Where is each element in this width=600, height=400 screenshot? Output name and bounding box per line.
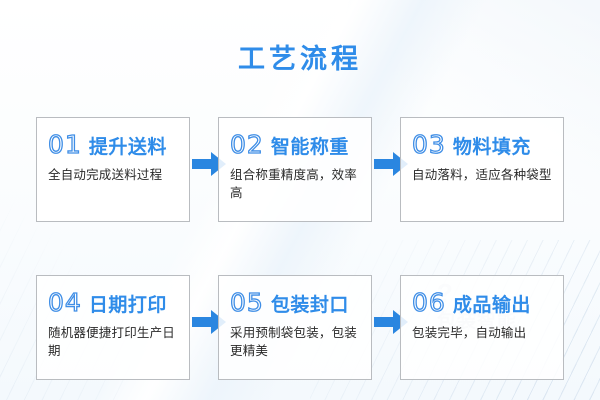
flow-card-02[interactable]: 02 智能称重 组合称重精度高，效率高 bbox=[218, 117, 372, 222]
arrow-right-icon bbox=[374, 150, 408, 178]
flow-card-number: 02 bbox=[229, 130, 264, 159]
arrow-right-icon bbox=[192, 150, 226, 178]
flow-card-number: 03 bbox=[411, 130, 446, 159]
flow-grid: 01 提升送料 全自动完成送料过程 02 智能称重 组合称重精度高，效率高 bbox=[36, 117, 564, 400]
arrow-right-icon bbox=[374, 308, 408, 336]
flow-card-description: 采用预制袋包装，包装更精美 bbox=[230, 326, 358, 359]
flow-card-number: 05 bbox=[229, 288, 264, 317]
flow-card-description: 全自动完成送料过程 bbox=[48, 168, 163, 182]
flow-card-header: 06 成品输出 bbox=[411, 288, 552, 317]
flow-card-description: 随机器便捷打印生产日期 bbox=[48, 326, 176, 359]
flow-card-number: 01 bbox=[47, 130, 82, 159]
flow-card-04[interactable]: 04 日期打印 随机器便捷打印生产日期 bbox=[36, 275, 190, 380]
flow-card-05[interactable]: 05 包装封口 采用预制袋包装，包装更精美 bbox=[218, 275, 372, 380]
flow-card-header: 01 提升送料 bbox=[47, 130, 178, 159]
flow-card-header: 05 包装封口 bbox=[229, 288, 360, 317]
flow-card-01[interactable]: 01 提升送料 全自动完成送料过程 bbox=[36, 117, 190, 222]
flow-card-description: 自动落料，适应各种袋型 bbox=[412, 168, 552, 182]
flow-card-number: 04 bbox=[47, 288, 82, 317]
flow-card-number: 06 bbox=[411, 288, 446, 317]
flow-card-title: 成品输出 bbox=[452, 295, 531, 316]
flow-card-description: 组合称重精度高，效率高 bbox=[230, 168, 358, 201]
flow-card-title: 物料填充 bbox=[452, 137, 531, 158]
flow-card-03[interactable]: 03 物料填充 自动落料，适应各种袋型 bbox=[400, 117, 564, 222]
flow-card-title: 日期打印 bbox=[88, 295, 167, 316]
flow-row-2: 04 日期打印 随机器便捷打印生产日期 05 包装封口 采用预制袋包装，包装更精… bbox=[36, 275, 564, 380]
flow-row-1: 01 提升送料 全自动完成送料过程 02 智能称重 组合称重精度高，效率高 bbox=[36, 117, 564, 222]
flow-card-title: 智能称重 bbox=[270, 137, 349, 158]
page-title: 工艺流程 bbox=[238, 44, 362, 74]
arrow-right-icon bbox=[192, 308, 226, 336]
flow-card-title: 提升送料 bbox=[88, 137, 167, 158]
flow-card-header: 03 物料填充 bbox=[411, 130, 552, 159]
flow-card-description: 包装完毕，自动输出 bbox=[412, 326, 527, 340]
flow-card-header: 04 日期打印 bbox=[47, 288, 178, 317]
flow-card-title: 包装封口 bbox=[270, 295, 349, 316]
flow-card-06[interactable]: 06 成品输出 包装完毕，自动输出 bbox=[400, 275, 564, 380]
flow-card-header: 02 智能称重 bbox=[229, 130, 360, 159]
